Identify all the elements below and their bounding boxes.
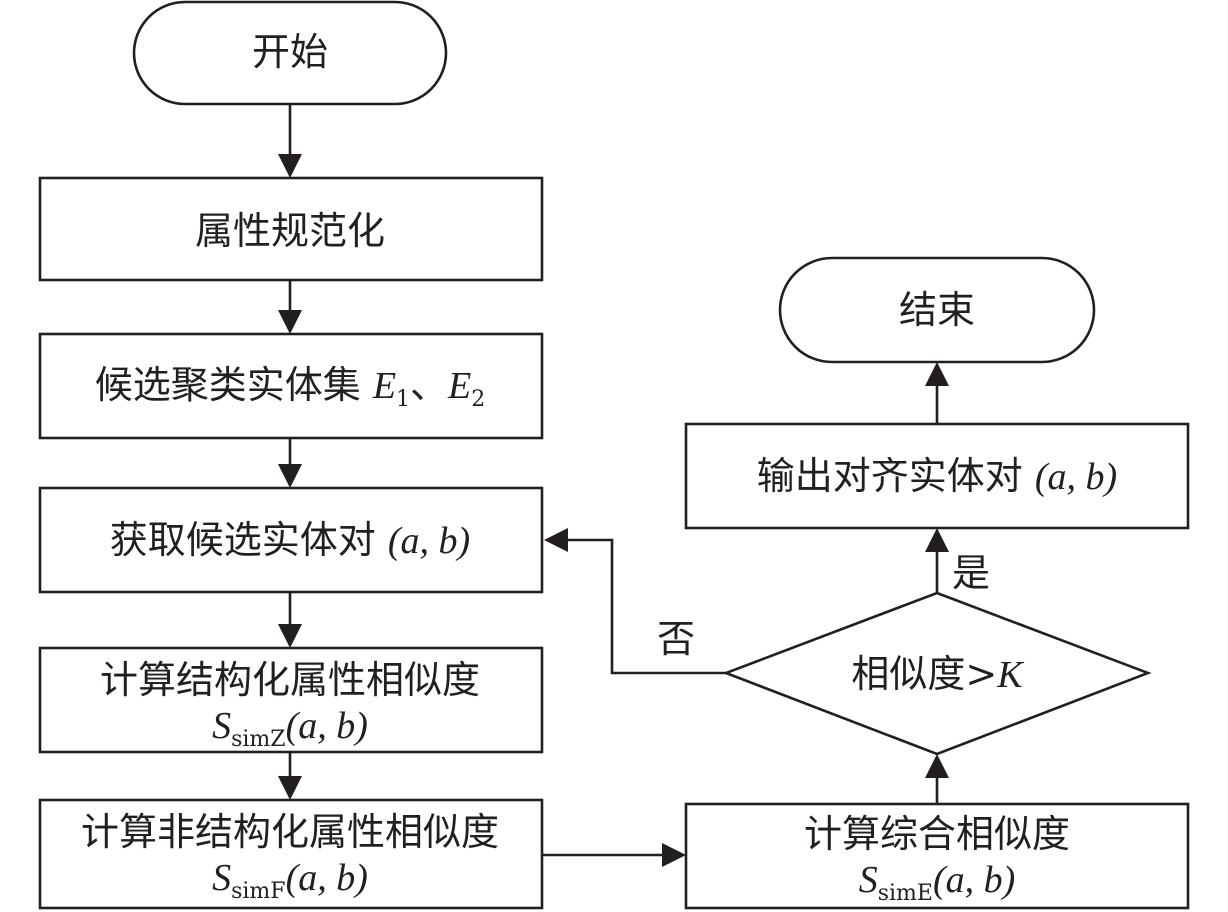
structured-label: 计算结构化属性相似度 xyxy=(100,658,480,702)
arrowhead xyxy=(278,464,302,488)
normalize-label: 属性规范化 xyxy=(195,209,385,253)
process-shape xyxy=(38,646,544,754)
decision-label: 相似度>K xyxy=(851,652,1024,696)
node-structured-similarity: 计算结构化属性相似度 SsimZ(a, b) xyxy=(38,646,544,754)
combined-formula: SsimE(a, b) xyxy=(859,859,1016,906)
arrowhead xyxy=(278,310,302,334)
process-shape xyxy=(38,332,544,440)
node-get-pair: 获取候选实体对 (a, b) xyxy=(38,486,544,594)
decision-shape xyxy=(722,591,1152,756)
start-label: 开始 xyxy=(252,30,328,74)
unstructured-label: 计算非结构化属性相似度 xyxy=(81,810,499,854)
no-label: 否 xyxy=(657,617,695,661)
node-combined-similarity: 计算综合相似度 SsimE(a, b) xyxy=(684,802,1190,910)
edges xyxy=(278,104,949,867)
process-shape xyxy=(38,798,544,910)
end-label: 结束 xyxy=(899,288,975,332)
get-pair-label: 获取候选实体对 (a, b) xyxy=(110,518,470,562)
unstructured-formula: SsimF(a, b) xyxy=(212,857,368,904)
candidate-sets-label: 候选聚类实体集 E1、E2 xyxy=(95,363,486,412)
node-candidate-sets: 候选聚类实体集 E1、E2 xyxy=(38,332,544,440)
process-shape xyxy=(38,176,544,282)
arrowhead xyxy=(925,362,949,386)
node-normalize: 属性规范化 xyxy=(38,176,544,282)
arrowhead xyxy=(662,843,686,867)
arrowhead xyxy=(278,776,302,800)
process-shape xyxy=(684,802,1190,910)
arrowhead xyxy=(544,528,568,552)
process-shape xyxy=(684,422,1190,530)
arrowhead xyxy=(278,624,302,648)
node-start: 开始 xyxy=(132,0,448,106)
output-label: 输出对齐实体对 (a, b) xyxy=(757,454,1117,498)
terminal-shape xyxy=(132,0,448,106)
node-decision: 相似度>K xyxy=(722,591,1152,756)
node-output: 输出对齐实体对 (a, b) xyxy=(684,422,1190,530)
edge-decision-no-to-getpair xyxy=(564,538,726,675)
arrowhead xyxy=(278,154,302,178)
arrowhead xyxy=(925,528,949,552)
yes-label: 是 xyxy=(952,551,990,595)
structured-formula: SsimZ(a, b) xyxy=(212,705,368,752)
node-unstructured-similarity: 计算非结构化属性相似度 SsimF(a, b) xyxy=(38,798,544,910)
terminal-shape xyxy=(778,256,1096,364)
node-end: 结束 xyxy=(778,256,1096,364)
arrowhead xyxy=(925,754,949,778)
process-shape xyxy=(38,486,544,594)
combined-label: 计算综合相似度 xyxy=(804,812,1070,856)
